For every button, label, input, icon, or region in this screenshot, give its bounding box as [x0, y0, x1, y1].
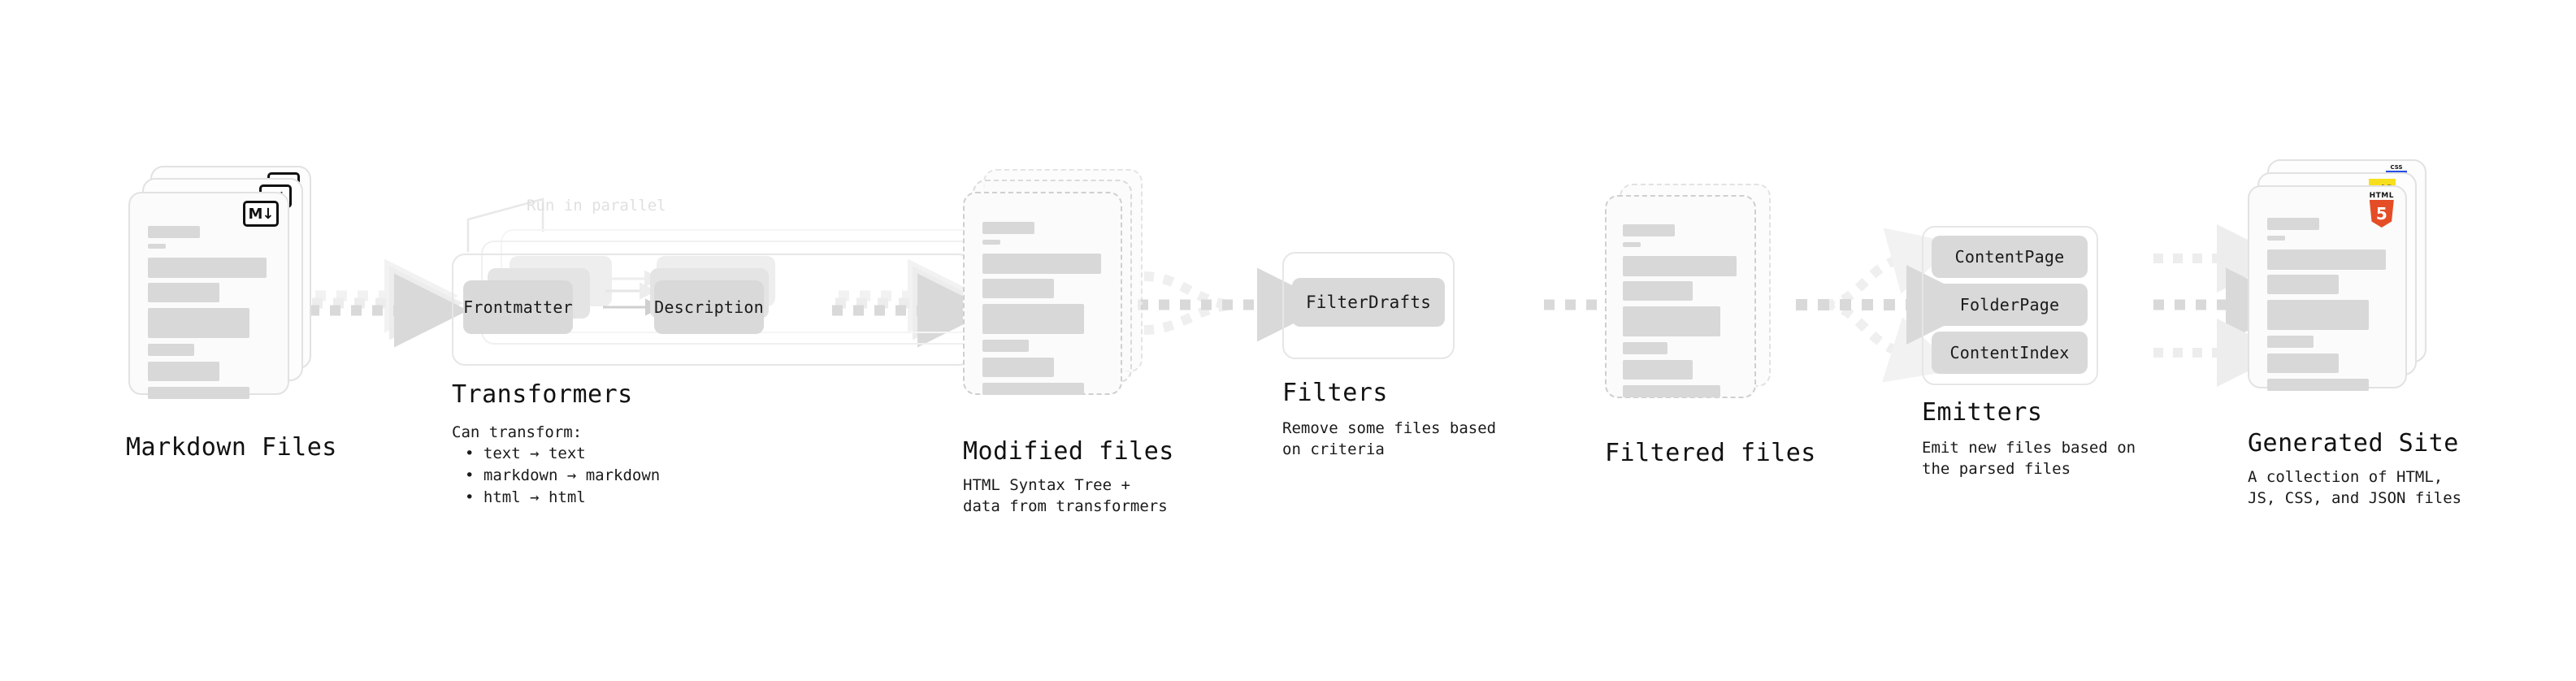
generated-desc-line-1: A collection of HTML,: [2248, 468, 2444, 486]
markdown-icon: M↓: [243, 201, 279, 227]
arrow-markdown-to-transformers: [309, 258, 468, 348]
placeholder-bar: [148, 362, 219, 381]
emitters-group[interactable]: [1922, 226, 2098, 385]
placeholder-bar: [148, 344, 194, 356]
transformer-chip-frontmatter[interactable]: Frontmatter: [463, 280, 573, 334]
modified-card-content: [965, 193, 1121, 395]
generated-card-front[interactable]: HTML 5: [2248, 185, 2407, 391]
placeholder-bar: [2267, 354, 2339, 373]
chip-label: ContentPage: [1954, 247, 2065, 267]
placeholder-bar: [148, 258, 267, 278]
placeholder-bar: [982, 240, 1000, 245]
page-title-emitters: Emitters: [1922, 398, 2043, 427]
html5-icon: HTML 5: [2370, 192, 2394, 228]
chip-label: FilterDrafts: [1305, 293, 1432, 312]
filters-desc-line-2: on criteria: [1282, 440, 1385, 458]
page-title-filters: Filters: [1282, 379, 1388, 407]
placeholder-bar: [982, 383, 1084, 395]
placeholder-bar: [1623, 385, 1720, 397]
emitters-desc-line-2: the parsed files: [1922, 460, 2071, 478]
placeholder-bar: [982, 254, 1101, 274]
page-title-generated: Generated Site: [2248, 429, 2459, 458]
placeholder-bar: [1623, 242, 1641, 247]
generated-desc-line-2: JS, CSS, and JSON files: [2248, 489, 2462, 507]
transformers-desc-item-1: • markdown → markdown: [465, 466, 661, 484]
page-title-filtered: Filtered files: [1605, 439, 1816, 467]
generated-card-content: HTML 5: [2249, 187, 2405, 391]
placeholder-bar: [1623, 224, 1675, 236]
placeholder-bar: [148, 283, 219, 302]
transformers-desc-title: Can transform:: [452, 423, 583, 441]
placeholder-bar: [2267, 300, 2369, 330]
chip-label: Description: [654, 297, 764, 317]
emitter-chip-contentindex[interactable]: ContentIndex: [1932, 332, 2088, 374]
modified-desc-line-2: data from transformers: [963, 497, 1168, 515]
placeholder-bar: [148, 308, 249, 338]
filters-chip-filterdrafts[interactable]: FilterDrafts: [1292, 278, 1445, 327]
chip-label: Frontmatter: [463, 297, 573, 317]
markdown-card-front[interactable]: M↓: [128, 192, 289, 399]
placeholder-bar: [2267, 336, 2314, 348]
placeholder-bar: [1623, 342, 1667, 354]
placeholder-bar: [148, 226, 200, 238]
placeholder-bar: [2267, 379, 2369, 391]
modified-desc-line-1: HTML Syntax Tree +: [963, 476, 1130, 494]
markdown-card-content: M↓: [130, 193, 288, 399]
placeholder-bar: [982, 279, 1054, 298]
html5-shield: 5: [2369, 200, 2394, 228]
modified-card-front[interactable]: [963, 192, 1122, 395]
page-title-markdown: Markdown Files: [126, 433, 337, 462]
chip-label: ContentIndex: [1949, 343, 2070, 362]
emitter-chip-folderpage[interactable]: FolderPage: [1932, 284, 2088, 326]
arrow-emitters-to-generated: [2153, 224, 2300, 387]
placeholder-bar: [982, 304, 1084, 334]
placeholder-bar: [982, 340, 1029, 352]
emitters-desc-line-1: Emit new files based on: [1922, 439, 2136, 457]
placeholder-bar: [2267, 275, 2339, 294]
placeholder-bar: [148, 244, 166, 249]
transformers-desc-item-0: • text → text: [465, 445, 586, 462]
transformer-chip-description[interactable]: Description: [654, 280, 764, 334]
placeholder-bar: [2267, 249, 2386, 270]
run-in-parallel-label: Run in parallel: [527, 197, 666, 215]
transformers-desc-item-2: • html → html: [465, 488, 586, 506]
page-title-transformers: Transformers: [452, 380, 633, 409]
filtered-card-front[interactable]: [1605, 195, 1756, 398]
arrow-modified-to-filters: [1138, 267, 1331, 342]
placeholder-bar: [982, 358, 1054, 377]
page-title-modified: Modified files: [963, 437, 1174, 466]
chip-label: FolderPage: [1959, 295, 2060, 314]
placeholder-bar: [148, 387, 249, 399]
placeholder-bar: [1623, 256, 1737, 276]
placeholder-bar: [1623, 306, 1720, 336]
filters-group[interactable]: [1282, 252, 1455, 359]
placeholder-bar: [2267, 218, 2319, 230]
arrow-filtered-to-emitters: [1796, 228, 1986, 383]
filters-desc-line-1: Remove some files based: [1282, 419, 1497, 437]
placeholder-bar: [1623, 360, 1693, 380]
placeholder-bar: [2267, 236, 2285, 241]
placeholder-bar: [982, 222, 1034, 234]
placeholder-bar: [1623, 281, 1693, 301]
filtered-card-content: [1607, 197, 1754, 397]
emitter-chip-contentpage[interactable]: ContentPage: [1932, 236, 2088, 278]
